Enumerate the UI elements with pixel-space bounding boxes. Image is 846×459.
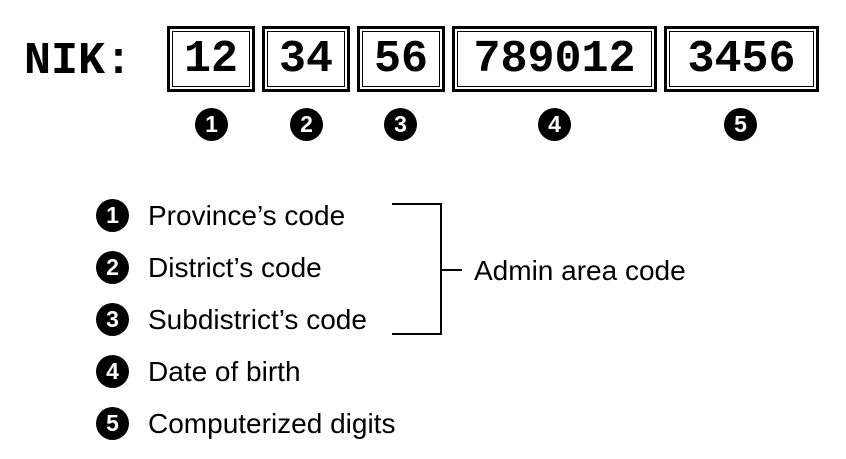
segment-badge-3: 3	[384, 108, 417, 141]
segment-digits-3: 56	[373, 33, 428, 85]
legend-label-1: Province’s code	[148, 200, 346, 231]
segment-badge-2: 2	[290, 108, 323, 141]
legend-badge-2: 2	[96, 251, 129, 284]
legend-badge-5: 5	[96, 407, 129, 440]
segment-badge-1: 1	[195, 108, 228, 141]
legend-label-4: Date of birth	[148, 356, 301, 387]
legend-badge-3: 3	[96, 303, 129, 336]
segment-digits-2: 34	[278, 33, 333, 85]
segment-digits-1: 12	[183, 33, 238, 85]
segment-badge-5: 5	[724, 108, 757, 141]
legend-label-2: District’s code	[148, 252, 322, 283]
bracket-bottom	[392, 333, 442, 335]
legend-badge-1: 1	[96, 199, 129, 232]
segment-digits-4: 789012	[473, 33, 636, 85]
segment-badge-4: 4	[538, 108, 571, 141]
segment-box-5: 3456	[664, 26, 819, 92]
legend-label-3: Subdistrict’s code	[148, 304, 367, 335]
group-label: Admin area code	[474, 255, 686, 286]
bracket-tick	[442, 269, 462, 271]
segment-box-4: 789012	[452, 26, 657, 92]
segment-digits-5: 3456	[687, 33, 796, 85]
segment-box-2: 34	[262, 26, 350, 92]
legend-label-5: Computerized digits	[148, 408, 396, 439]
nik-label: NIK:	[24, 36, 133, 87]
segment-box-3: 56	[357, 26, 445, 92]
bracket-top	[392, 203, 442, 205]
legend-badge-4: 4	[96, 355, 129, 388]
bracket-vertical	[440, 203, 442, 335]
segment-box-1: 12	[167, 26, 255, 92]
